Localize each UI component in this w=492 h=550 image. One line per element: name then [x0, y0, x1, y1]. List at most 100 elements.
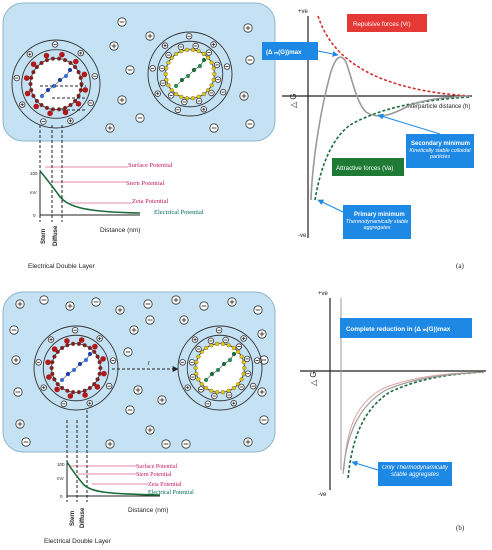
- attractive-forces-label: Attractive forces (Va): [336, 165, 393, 172]
- total-interaction-curve: [310, 56, 471, 201]
- anion-icon: [135, 113, 145, 123]
- y-axis-top-label: +ve: [318, 291, 329, 297]
- cation-icon: [26, 51, 34, 58]
- anion-icon: [174, 106, 182, 114]
- anion-icon: [35, 359, 42, 366]
- cation-icon: [243, 437, 253, 447]
- cation-icon: [11, 355, 21, 365]
- anion-icon: [192, 42, 199, 50]
- cation-icon: [67, 117, 74, 125]
- anion-icon: [222, 336, 229, 344]
- primary-minimum-subtitle: Thermodynamically stable aggregates: [345, 219, 409, 232]
- anion-icon: [179, 359, 186, 366]
- anion-icon: [259, 415, 269, 425]
- anion-icon: [209, 123, 219, 133]
- cation-icon: [105, 123, 115, 133]
- anion-icon: [181, 439, 191, 449]
- y-axis-bottom-label: -ve: [298, 233, 307, 239]
- anion-icon: [244, 370, 252, 377]
- interparticle-distance-label: Interparticle distance (h): [406, 104, 470, 110]
- anion-icon: [243, 355, 251, 363]
- cation-icon: [15, 419, 25, 429]
- anion-icon: [211, 392, 218, 400]
- cation-icon: [40, 384, 47, 391]
- y-zero-tick: 0: [33, 213, 36, 218]
- anion-icon: [185, 33, 193, 40]
- cation-icon: [47, 336, 55, 343]
- panel-a-left: 100 mV 0 Surface Potential Stern Potenti…: [2, 2, 276, 270]
- anion-icon: [117, 17, 127, 27]
- cation-icon: [145, 425, 155, 435]
- anion-icon: [213, 61, 221, 69]
- y-unit: mV: [30, 190, 37, 195]
- total-interaction-curve-gray: [342, 371, 485, 475]
- distance-label: Distance (nm): [128, 507, 168, 514]
- anion-icon: [238, 383, 245, 391]
- diffuse-layer-label: Diffuse: [53, 225, 59, 246]
- yellow-particle-a: [147, 31, 233, 117]
- anion-icon: [225, 391, 233, 399]
- cation-icon: [96, 335, 103, 342]
- diffuse-layer-label: Diffuse: [80, 507, 86, 528]
- cation-icon: [129, 325, 139, 335]
- panel-tag-a: (a): [456, 262, 464, 270]
- anion-icon: [219, 88, 227, 96]
- potential-curve: [66, 461, 161, 496]
- distance-r-label: r: [148, 361, 150, 367]
- cation-icon: [133, 385, 143, 395]
- cation-icon: [257, 329, 267, 339]
- cation-icon: [18, 101, 26, 108]
- surface-potential-label: Surface Potential: [128, 162, 173, 169]
- anion-icon: [195, 345, 202, 353]
- anion-icon: [253, 357, 261, 364]
- cation-icon: [179, 315, 189, 325]
- panel-b-right: +ve -ve △ G Complete reduction in (Δ ₘ(G…: [300, 291, 486, 532]
- dispersion-box-b: [2, 291, 276, 453]
- cation-icon: [210, 41, 217, 48]
- delta-g-label: △ G: [309, 371, 318, 386]
- anion-icon: [245, 55, 255, 65]
- cation-icon: [240, 335, 247, 342]
- surface-potential-label: Surface Potential: [136, 463, 177, 470]
- anion-icon: [215, 327, 223, 334]
- anion-icon: [39, 295, 49, 305]
- anion-icon: [13, 74, 21, 82]
- cation-icon: [171, 295, 181, 305]
- y-top-tick: 100: [30, 171, 38, 176]
- y-axis-top-label: +ve: [298, 9, 309, 15]
- cation-icon: [157, 395, 167, 405]
- y-top-tick: 100: [57, 462, 65, 467]
- anion-icon: [158, 65, 166, 72]
- anion-icon: [167, 92, 175, 99]
- attractive-forces-box: [332, 158, 404, 176]
- cation-icon: [15, 299, 25, 309]
- cation-icon: [227, 297, 237, 307]
- repulsive-forces-box: [347, 14, 427, 32]
- cation-icon: [184, 384, 191, 391]
- cation-icon: [77, 49, 84, 57]
- delta-g-label: △ G: [289, 93, 298, 108]
- anion-icon: [205, 49, 213, 56]
- anion-icon: [208, 89, 215, 97]
- anion-icon: [91, 297, 101, 307]
- secondary-minimum-box: [406, 134, 474, 168]
- anion-icon: [207, 337, 215, 345]
- stern-potential-label: Stern Potential: [126, 180, 165, 187]
- anion-icon: [60, 400, 68, 408]
- anion-icon: [159, 79, 167, 87]
- anion-icon: [125, 405, 135, 415]
- zeta-potential-label: Zeta Potential: [132, 198, 168, 205]
- cation-icon: [243, 23, 253, 33]
- red-particle-a: [11, 39, 101, 129]
- cation-icon: [200, 106, 207, 113]
- secondary-minimum-subtitle: Kinetically stable colloidal particles: [409, 148, 471, 161]
- y-unit: mV: [57, 476, 64, 481]
- primary-minimum-title: Primary minimum: [354, 212, 405, 218]
- anion-icon: [105, 382, 113, 390]
- free-ions-b: [9, 295, 269, 449]
- cation-icon: [65, 301, 75, 311]
- anion-icon: [13, 387, 23, 397]
- anion-icon: [204, 400, 212, 408]
- anion-icon: [71, 327, 79, 334]
- panel-tag-b: (b): [456, 524, 465, 532]
